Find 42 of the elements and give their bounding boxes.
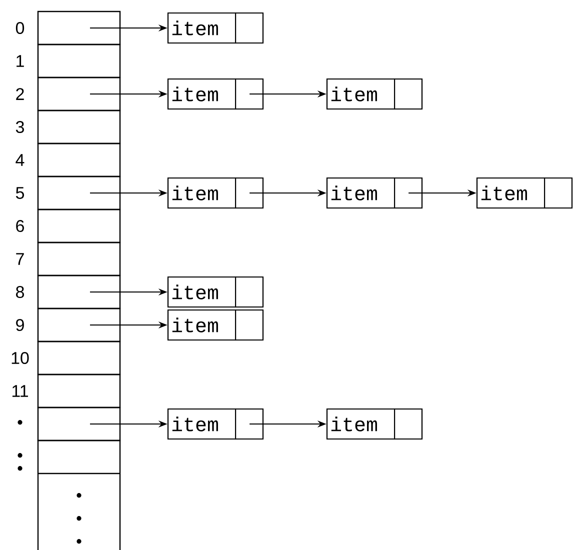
list-node: item: [167, 177, 264, 209]
row-label: 5: [16, 187, 24, 199]
table-cell: [37, 110, 121, 144]
table-cell: [37, 176, 121, 210]
row-label: 4: [16, 154, 24, 166]
table-cell: [37, 374, 121, 408]
row-label: 10: [12, 352, 29, 364]
row-label: 3: [16, 120, 24, 134]
list-node: item: [167, 78, 264, 110]
list-node: item: [476, 177, 573, 209]
table-cell: [37, 10, 121, 46]
row-label: 0: [16, 22, 24, 34]
row-label: 8: [16, 286, 24, 298]
row-label: 2: [16, 88, 24, 100]
row-label: 6: [16, 220, 24, 232]
list-node: item: [167, 408, 264, 440]
row-label: 1: [16, 55, 24, 67]
list-node: item: [167, 309, 264, 341]
table-cell: [37, 406, 121, 442]
row-label: 11: [12, 385, 28, 397]
table-cell: [37, 308, 121, 342]
list-node: item: [326, 177, 423, 209]
table-cell: [37, 440, 121, 474]
table-cell: [37, 76, 121, 112]
row-label: 7: [16, 253, 24, 265]
table-cell: [37, 274, 121, 310]
table-cell: [37, 44, 121, 78]
row-label: •: [18, 420, 22, 425]
row-label: 9: [16, 318, 24, 332]
ellipsis-dot: •: [76, 539, 82, 544]
list-node: item: [326, 408, 423, 440]
table-cell: [37, 340, 121, 376]
table-cell: [37, 208, 121, 244]
ellipsis-dot: •: [76, 493, 82, 498]
table-cell: [37, 242, 121, 276]
row-label: •: [18, 453, 22, 458]
list-node: item: [167, 12, 264, 44]
list-node: item: [167, 276, 264, 308]
table-cell: [37, 142, 121, 178]
ellipsis-dot: •: [18, 466, 22, 471]
list-node: item: [326, 78, 423, 110]
ellipsis-dot: •: [76, 516, 82, 521]
